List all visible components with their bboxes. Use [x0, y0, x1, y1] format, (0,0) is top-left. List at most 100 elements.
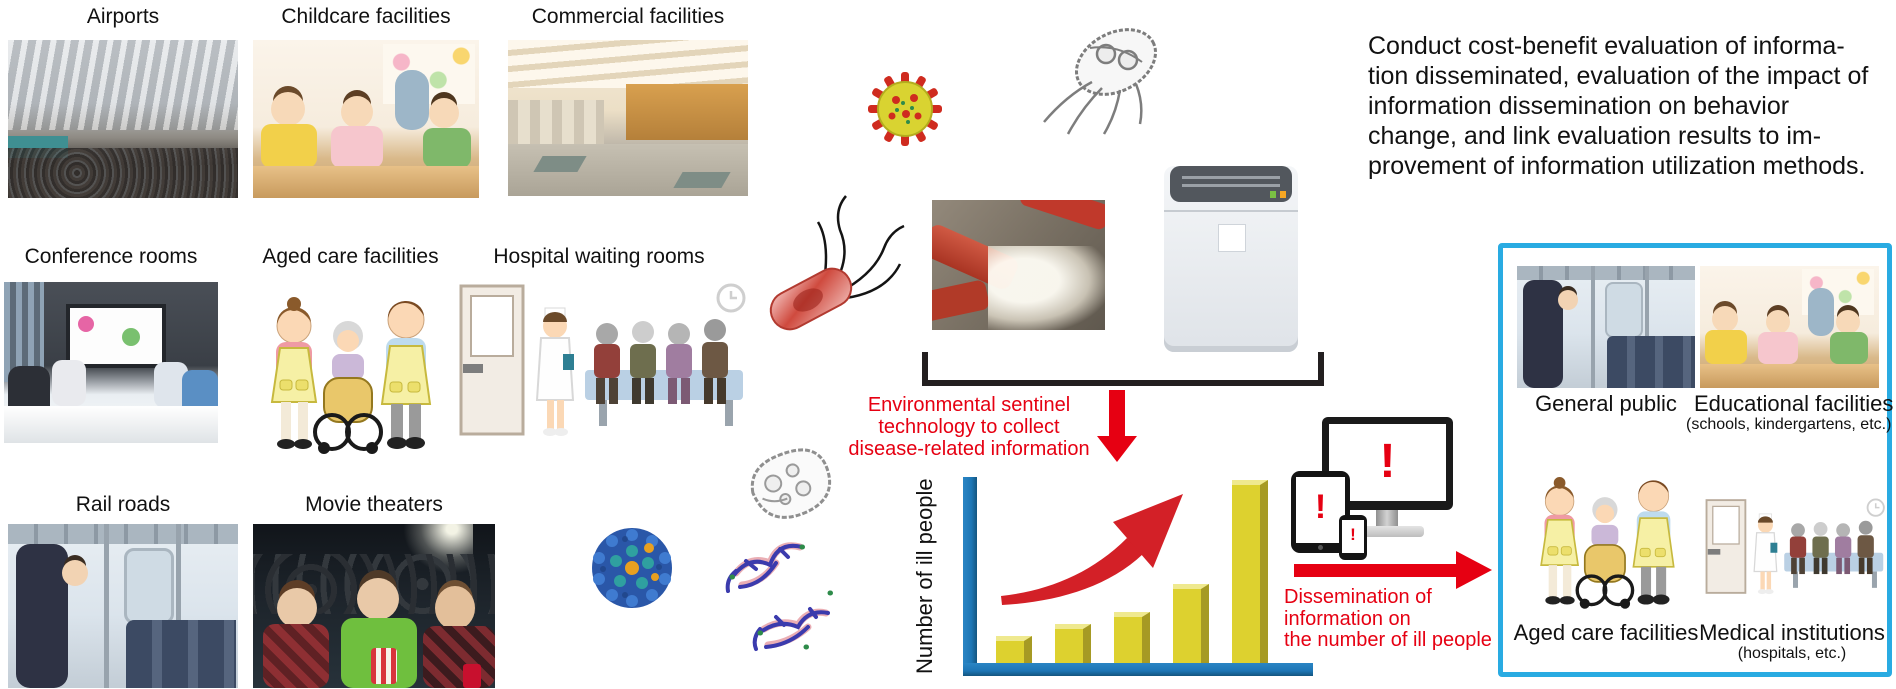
purifier-top-grille: [1170, 166, 1292, 202]
disseminate-caption-line-3: the number of ill people: [1284, 629, 1492, 651]
airports-photo: [8, 40, 238, 198]
box-caregiver-left: [1540, 477, 1580, 605]
nurse: [535, 307, 575, 436]
teacher-figure: [395, 70, 429, 130]
collect-caption-line-1: Environmental sentinel: [867, 394, 1071, 416]
pipe-lower: [932, 279, 991, 323]
right-arrow-icon: [1294, 564, 1458, 577]
movie-photo: [253, 524, 495, 688]
gp-train-pole-1: [1591, 266, 1595, 388]
rotavirus-icon: [592, 528, 672, 608]
chart-bar-2: [1055, 624, 1091, 663]
mall-floor-tile-2: [673, 172, 731, 188]
tablet-alert: !: [1314, 488, 1327, 526]
edu-table: [1700, 364, 1879, 388]
evaluation-note-line-2: tion disseminated, evaluation of the imp…: [1368, 62, 1869, 90]
box-patient-1: [1789, 523, 1807, 575]
gp-train-window: [1605, 282, 1643, 338]
chart-bar-4: [1173, 584, 1209, 663]
airports-label: Airports: [86, 5, 160, 28]
educational-photo: [1700, 266, 1879, 388]
phone-alert: !: [1350, 525, 1356, 544]
airport-crowd: [8, 148, 238, 198]
standing-passenger: [16, 544, 68, 688]
collect-caption: Environmental sentinel technology to col…: [838, 394, 1100, 460]
attendee-2: [52, 360, 86, 406]
mall-shops-left: [508, 100, 604, 152]
aged-care-recipient-illustration: [1540, 477, 1675, 609]
child-2-head: [341, 96, 373, 128]
monitor-stand-neck: [1376, 510, 1398, 526]
slide-chart-green: [122, 328, 140, 346]
patient-2: [630, 321, 656, 404]
chart-bar-1: [996, 636, 1032, 663]
disseminate-caption: Dissemination of information on the numb…: [1284, 586, 1509, 652]
chart-y-axis-label-wrap: Number of ill people: [912, 478, 942, 674]
edu-child-3-head: [1836, 310, 1860, 334]
movie-label: Movie theaters: [305, 493, 443, 516]
purifier-seam: [1164, 210, 1298, 212]
pipe-upper: [1018, 200, 1105, 232]
caregiver-left: [270, 297, 318, 449]
box-nurse: [1753, 513, 1778, 595]
gp-passenger-head: [1558, 290, 1578, 310]
tablet-screen: !: [1296, 477, 1345, 543]
aged-care-recipient-label: Aged care facilities: [1513, 620, 1699, 645]
chart-y-axis-label: Number of ill people: [912, 478, 937, 674]
air-purifier-icon: [1164, 166, 1298, 352]
edu-child-1-shirt: [1705, 330, 1747, 364]
waiting-bench: [585, 370, 743, 426]
aged-care-illustration: [270, 297, 432, 454]
recipients-box: General public Educational facilities (s…: [1498, 243, 1894, 677]
water-pipe-photo: [932, 200, 1105, 330]
disseminate-caption-line-2: information on: [1284, 607, 1411, 630]
childcare-table: [253, 166, 479, 198]
viewer-3-plaid-shirt: [423, 626, 495, 688]
child-1-head: [271, 92, 305, 126]
bracket: [922, 352, 1324, 386]
mall-ceiling: [508, 40, 748, 88]
bacterium-icon: [769, 195, 905, 331]
box-elderly-wheelchair: [1575, 497, 1635, 609]
mall-storefront: [626, 84, 748, 140]
rail-label: Rail roads: [75, 493, 171, 516]
indicator-light-green: [1270, 191, 1276, 198]
edu-child-2-head: [1766, 310, 1790, 334]
box-hospital-door: [1705, 499, 1747, 594]
commercial-photo: [508, 40, 748, 196]
childcare-photo: [253, 40, 479, 198]
commercial-label: Commercial facilities: [531, 5, 725, 28]
medical-sublabel: (hospitals, etc.): [1737, 645, 1847, 662]
box-patient-3: [1834, 523, 1852, 575]
conference-photo: [4, 282, 218, 443]
flowing-water: [988, 246, 1105, 330]
purifier-button: [1218, 224, 1246, 252]
monitor-stand-base: [1350, 526, 1424, 537]
viewer-2-head: [357, 578, 399, 620]
child-3-head: [429, 98, 459, 128]
conference-label: Conference rooms: [24, 245, 198, 268]
chart-y-axis: [963, 477, 977, 673]
amoeba-icon: [750, 448, 832, 519]
educational-label: Educational facilities: [1694, 391, 1894, 416]
box-clock-icon: [1866, 498, 1885, 517]
evaluation-note-line-3: information dissemination on behavior: [1368, 92, 1790, 120]
general-public-photo: [1517, 266, 1695, 388]
mall-floor-tile: [533, 156, 587, 172]
educational-sublabel: (schools, kindergartens, etc.): [1686, 416, 1892, 433]
box-caregiver-right: [1632, 480, 1675, 605]
drink-cup: [463, 664, 481, 688]
caregiver-right: [380, 300, 432, 449]
patient-3: [666, 323, 692, 404]
patient-4: [702, 319, 728, 404]
chart-x-axis: [963, 663, 1313, 676]
down-arrow-icon: [1109, 390, 1125, 436]
right-arrow-head: [1456, 551, 1492, 589]
gp-standing-passenger: [1523, 280, 1563, 388]
conference-window: [4, 282, 44, 382]
chart-bar-5: [1232, 480, 1268, 663]
hospital-door: [459, 284, 525, 436]
box-patient-2: [1812, 522, 1829, 575]
indicator-light-orange: [1280, 191, 1286, 198]
